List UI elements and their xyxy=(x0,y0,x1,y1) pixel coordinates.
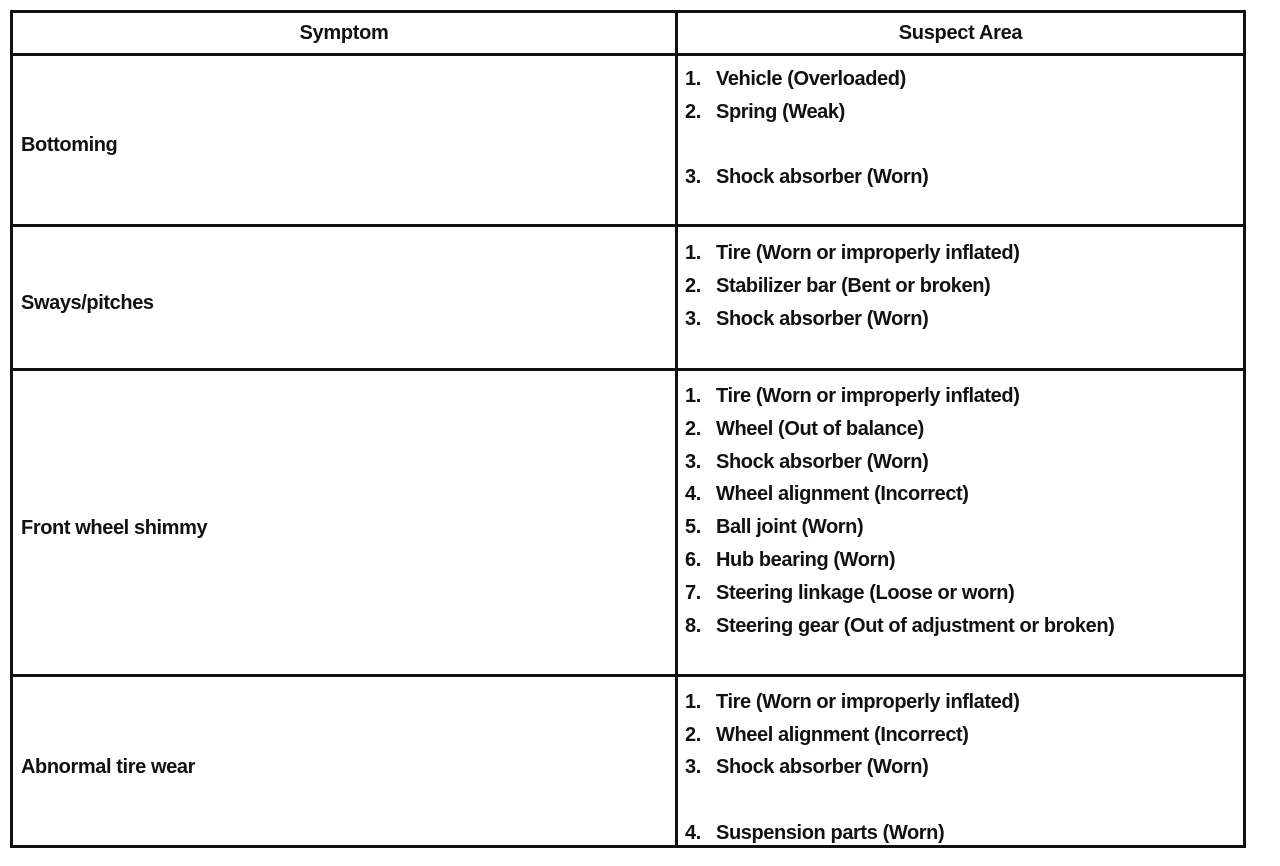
header-suspect-area: Suspect Area xyxy=(898,21,1023,44)
item-number: 1. xyxy=(685,385,701,407)
suspect-item: 2. Wheel (Out of balance) xyxy=(685,417,924,441)
item-text: Tire (Worn or improperly inflated) xyxy=(716,242,1020,264)
suspect-item: 4. Suspension parts (Worn) xyxy=(685,821,945,845)
item-text: Spring (Weak) xyxy=(716,101,845,123)
suspect-item: 2. Stabilizer bar (Bent or broken) xyxy=(685,274,991,298)
suspect-item: 1. Tire (Worn or improperly inflated) xyxy=(685,241,1020,265)
symptom-cell: Sways/pitches xyxy=(21,292,154,314)
item-number: 3. xyxy=(685,308,701,330)
item-number: 1. xyxy=(685,68,701,90)
item-number: 2. xyxy=(685,101,701,123)
item-text: Steering gear (Out of adjustment or brok… xyxy=(716,615,1115,637)
item-text: Shock absorber (Worn) xyxy=(716,166,929,188)
symptom-cell: Abnormal tire wear xyxy=(21,756,195,778)
item-number: 2. xyxy=(685,724,701,746)
item-text: Hub bearing (Worn) xyxy=(716,549,896,571)
item-number: 3. xyxy=(685,756,701,778)
item-number: 7. xyxy=(685,582,701,604)
suspect-item: 4. Wheel alignment (Incorrect) xyxy=(685,482,969,506)
item-text: Shock absorber (Worn) xyxy=(716,756,929,778)
item-number: 4. xyxy=(685,483,701,505)
item-number: 3. xyxy=(685,166,701,188)
suspect-item: 3. Shock absorber (Worn) xyxy=(685,165,929,189)
item-number: 6. xyxy=(685,549,701,571)
column-divider xyxy=(675,13,678,845)
item-text: Shock absorber (Worn) xyxy=(716,308,929,330)
item-number: 2. xyxy=(685,275,701,297)
item-number: 4. xyxy=(685,822,701,844)
suspect-item: 7. Steering linkage (Loose or worn) xyxy=(685,581,1015,605)
suspect-item: 6. Hub bearing (Worn) xyxy=(685,548,895,572)
suspect-item: 1. Tire (Worn or improperly inflated) xyxy=(685,690,1020,714)
item-text: Ball joint (Worn) xyxy=(716,516,864,538)
item-text: Wheel (Out of balance) xyxy=(716,418,924,440)
item-text: Wheel alignment (Incorrect) xyxy=(716,724,969,746)
row-divider xyxy=(13,674,1243,677)
suspect-item: 2. Spring (Weak) xyxy=(685,100,845,124)
item-text: Tire (Worn or improperly inflated) xyxy=(716,385,1020,407)
item-number: 5. xyxy=(685,516,701,538)
suspect-item: 2. Wheel alignment (Incorrect) xyxy=(685,723,969,747)
row-divider xyxy=(13,53,1243,56)
item-number: 2. xyxy=(685,418,701,440)
item-text: Suspension parts (Worn) xyxy=(716,822,945,844)
header-symptom: Symptom xyxy=(299,21,389,44)
item-number: 8. xyxy=(685,615,701,637)
symptom-cell: Bottoming xyxy=(21,134,118,156)
suspect-item: 5. Ball joint (Worn) xyxy=(685,515,864,539)
row-divider xyxy=(13,368,1243,371)
item-number: 1. xyxy=(685,242,701,264)
item-number: 3. xyxy=(685,451,701,473)
item-text: Wheel alignment (Incorrect) xyxy=(716,483,969,505)
suspect-item: 8. Steering gear (Out of adjustment or br… xyxy=(685,614,1115,638)
symptom-cell: Front wheel shimmy xyxy=(21,517,208,539)
suspect-item: 3. Shock absorber (Worn) xyxy=(685,307,929,331)
suspect-item: 1. Vehicle (Overloaded) xyxy=(685,67,906,91)
item-text: Stabilizer bar (Bent or broken) xyxy=(716,275,991,297)
suspect-item: 3. Shock absorber (Worn) xyxy=(685,450,929,474)
troubleshooting-table: Symptom Suspect Area Bottoming 1. Vehicle… xyxy=(10,10,1246,848)
row-divider xyxy=(13,224,1243,227)
item-number: 1. xyxy=(685,691,701,713)
item-text: Vehicle (Overloaded) xyxy=(716,68,906,90)
item-text: Tire (Worn or improperly inflated) xyxy=(716,691,1020,713)
item-text: Steering linkage (Loose or worn) xyxy=(716,582,1015,604)
suspect-item: 3. Shock absorber (Worn) xyxy=(685,755,929,779)
item-text: Shock absorber (Worn) xyxy=(716,451,929,473)
suspect-item: 1. Tire (Worn or improperly inflated) xyxy=(685,384,1020,408)
